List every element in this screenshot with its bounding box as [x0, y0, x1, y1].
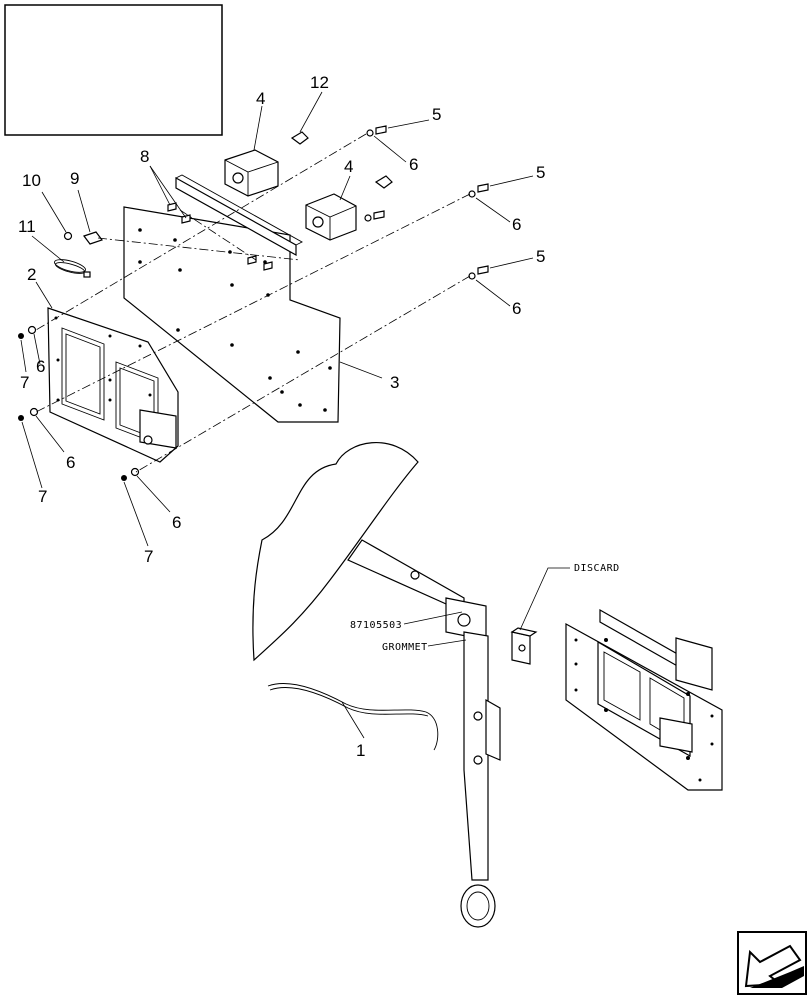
assembly-center-lines: [35, 133, 471, 473]
callout-5-middle: 5: [536, 163, 545, 182]
callout-4-right: 4: [344, 157, 353, 176]
bulb-lower: [374, 175, 393, 189]
callout-6-right: 6: [512, 299, 521, 318]
backing-plate-holes: [138, 228, 332, 412]
callout-12: 12: [310, 73, 329, 92]
mount-arm: [347, 539, 501, 928]
grommet-label: GROMMET: [382, 642, 428, 653]
vehicle-body-outline: [252, 441, 419, 662]
harness-loop-11: [54, 259, 91, 278]
leader-lines: [20, 91, 570, 739]
callout-6-bottom: 6: [172, 513, 181, 532]
installed-assembly: [565, 608, 723, 791]
callout-6-left: 6: [36, 357, 45, 376]
callout-4-top: 4: [256, 89, 265, 108]
callout-8: 8: [140, 147, 149, 166]
callout-7-left: 7: [20, 373, 29, 392]
callout-5-top: 5: [432, 105, 441, 124]
cover-plate: [47, 307, 179, 463]
clip-9: [83, 231, 103, 245]
callout-6-lower-left: 6: [66, 453, 75, 472]
callout-6-top: 6: [409, 155, 418, 174]
wire-harness: [267, 683, 439, 751]
callout-5-bottom: 5: [536, 247, 545, 266]
callout-7-lower-left: 7: [38, 487, 47, 506]
part-number-label: 87105503: [350, 620, 402, 631]
previous-page-arrow-icon[interactable]: [737, 931, 807, 995]
bulb-upper: [290, 131, 309, 145]
discard-label: DISCARD: [574, 563, 620, 574]
callout-1: 1: [356, 741, 365, 760]
callout-6-middle: 6: [512, 215, 521, 234]
callout-9: 9: [70, 169, 79, 188]
callout-2: 2: [27, 265, 36, 284]
lamp-housing-left: [224, 149, 279, 197]
discard-bracket: [510, 627, 538, 665]
lamp-housing-right: [305, 193, 357, 241]
callout-3: 3: [390, 373, 399, 392]
callout-10: 10: [22, 171, 41, 190]
callout-7-bottom: 7: [144, 547, 153, 566]
fasteners-lamp: [167, 125, 489, 280]
nut-10: [63, 231, 73, 241]
title-block-box: [4, 4, 223, 136]
callout-11: 11: [18, 217, 36, 236]
fasteners-left: [18, 325, 140, 481]
callout-labels: 1 2 3 4 4 5 5 5 6 6 6 6 6 6 7 7 7 8 9 10…: [18, 73, 545, 760]
light-bar-bracket: [175, 176, 297, 257]
